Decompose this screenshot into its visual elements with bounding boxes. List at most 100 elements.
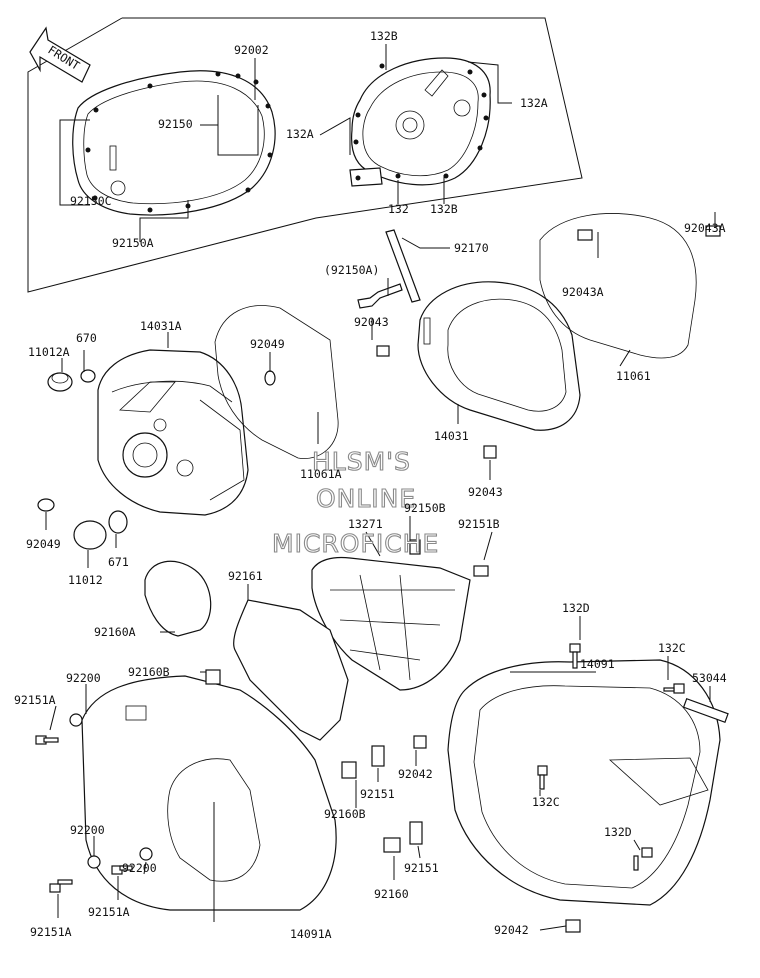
part-labels: 92002 132B 92150 132A 132A 92150C 132 13… — [14, 29, 727, 941]
dowel-92043-top-part — [376, 345, 390, 357]
label-671: 671 — [108, 555, 129, 569]
collar-92151-bottom-part — [409, 821, 423, 845]
label-53044: 53044 — [692, 671, 727, 685]
label-92160a: 92160A — [94, 625, 136, 639]
watermark-line-2: ONLINE — [316, 484, 416, 513]
label-92002: 92002 — [234, 43, 269, 57]
label-92043a-mid: 92043A — [562, 285, 604, 299]
spacer-92160b-bottom-part — [341, 761, 357, 779]
label-132d-top: 132D — [562, 601, 590, 615]
label-92161: 92161 — [228, 569, 263, 583]
label-132a-right: 132A — [520, 96, 548, 110]
label-132d-bottom: 132D — [604, 825, 632, 839]
label-92200-top: 92200 — [66, 671, 101, 685]
bolt-92150a-part — [357, 283, 403, 309]
label-92043-top: 92043 — [354, 315, 389, 329]
bolt-132c-mid-part — [537, 765, 548, 790]
washer-92200-mid-part — [139, 847, 153, 861]
label-132c-mid: 132C — [532, 795, 560, 809]
label-11012: 11012 — [68, 573, 103, 587]
inset-cover-left-part — [72, 70, 276, 216]
label-92151a-left: 92151A — [14, 693, 56, 707]
watermark: HLSM'S ONLINE MICROFICHE — [271, 446, 439, 558]
label-14031a: 14031A — [140, 319, 182, 333]
outer-cover-14091-part — [447, 659, 721, 906]
label-132b-top: 132B — [370, 29, 398, 43]
label-92151-mid: 92151 — [360, 787, 395, 801]
watermark-line-3: MICROFICHE — [272, 529, 439, 558]
front-arrow-icon: FRONT — [29, 26, 91, 83]
label-92170: 92170 — [454, 241, 489, 255]
spacer-92160b-top-part — [205, 669, 221, 685]
bolt-92151a-bottom-part — [49, 879, 73, 893]
washer-92200-bottom-part — [87, 855, 101, 869]
collar-92042-mid-part — [413, 735, 427, 749]
label-92151a-bottom: 92151A — [30, 925, 72, 939]
label-92150a: 92150A — [112, 236, 154, 250]
label-132c-top: 132C — [658, 641, 686, 655]
label-92151b: 92151B — [458, 517, 500, 531]
label-92150: 92150 — [158, 117, 193, 131]
label-13271: 13271 — [348, 517, 383, 531]
label-92150a-paren: (92150A) — [324, 263, 379, 277]
label-14031: 14031 — [434, 429, 469, 443]
bolt-92151b-part — [473, 565, 489, 577]
label-92200-bottom: 92200 — [70, 823, 105, 837]
rod-92170-part — [385, 229, 421, 303]
label-11061a: 11061A — [300, 467, 342, 481]
label-11061: 11061 — [616, 369, 651, 383]
label-132b-bottom: 132B — [430, 202, 458, 216]
case-cover-14031-part — [417, 281, 581, 431]
plug-11012-part — [73, 520, 107, 550]
label-92200-mid: 92200 — [122, 861, 157, 875]
case-cover-14031a-part — [97, 349, 249, 516]
inset-boundary — [27, 17, 583, 293]
pin-53044-part — [682, 697, 729, 723]
bolt-92150b-part — [409, 539, 421, 555]
collar-92160-part — [383, 837, 401, 853]
label-92049-left: 92049 — [26, 537, 61, 551]
gasket-11061a-part — [214, 305, 339, 459]
dowel-92049-top-part — [264, 370, 276, 386]
plate-13271-part — [311, 556, 471, 691]
label-92160b-top: 92160B — [128, 665, 170, 679]
bolt-132d-bottom-part — [633, 847, 653, 871]
plug-11012a-part — [47, 372, 73, 392]
collar-92042-bottom-part — [565, 919, 581, 933]
watermark-line-1: HLSM'S — [312, 447, 411, 476]
collar-92151-mid-part — [371, 745, 385, 767]
label-92151a-mid: 92151A — [88, 905, 130, 919]
label-92150c: 92150C — [70, 194, 112, 208]
label-92151-bottom: 92151 — [404, 861, 439, 875]
bolt-132d-top-part — [569, 643, 581, 669]
bolt-92151a-left-part — [35, 735, 59, 745]
label-92043-bottom: 92043 — [468, 485, 503, 499]
o-ring-670-part — [80, 369, 96, 383]
label-14091a: 14091A — [290, 927, 332, 941]
damper-92161-part — [233, 599, 349, 741]
dowel-92043-bottom-part — [483, 445, 497, 459]
label-92042-bottom: 92042 — [494, 923, 529, 937]
label-14091: 14091 — [580, 657, 615, 671]
label-132: 132 — [388, 202, 409, 216]
o-ring-671-part — [108, 510, 128, 534]
label-92043a-right: 92043A — [684, 221, 726, 235]
leader-lines — [45, 44, 716, 931]
label-11012a: 11012A — [28, 345, 70, 359]
gasket-11061-part — [539, 213, 697, 359]
washer-92200-top-part — [69, 713, 83, 727]
dowel-92043a-right-part — [705, 225, 721, 237]
label-92160: 92160 — [374, 887, 409, 901]
cover-92160a-part — [144, 560, 212, 637]
dowel-92043a-mid-part — [577, 229, 593, 241]
label-92049-top: 92049 — [250, 337, 285, 351]
label-92042-mid: 92042 — [398, 767, 433, 781]
label-132a-left: 132A — [286, 127, 314, 141]
washer-92049-left-part — [37, 498, 55, 512]
label-92150b: 92150B — [404, 501, 446, 515]
label-92160b-bottom: 92160B — [324, 807, 366, 821]
bolt-132c-top-part — [663, 683, 685, 694]
inset-cover-right-part — [349, 57, 491, 187]
bolt-92151a-mid-part — [111, 865, 133, 875]
